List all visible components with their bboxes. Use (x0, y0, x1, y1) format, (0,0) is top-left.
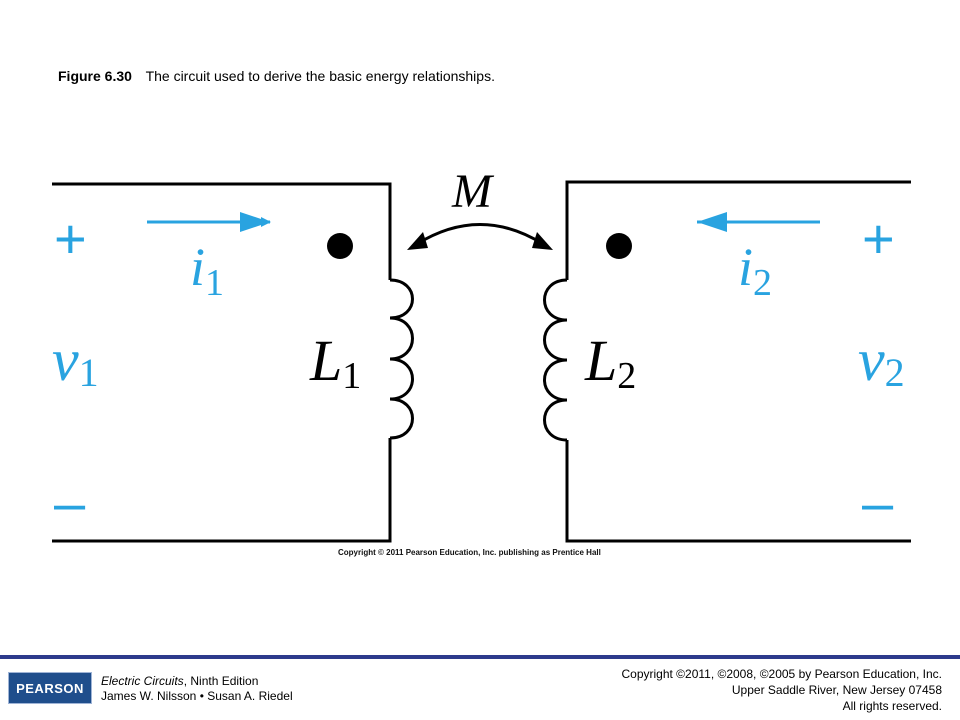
polarity-dot-l2 (606, 233, 632, 259)
mutual-arrow-head-left (407, 232, 428, 250)
voltage-v1-label: v1 (52, 327, 99, 395)
left-plus-sign: + (54, 207, 87, 270)
right-loop-wire (565, 180, 911, 543)
current-i1-arrow-head (240, 212, 270, 232)
figure-number: Figure 6.30 (58, 68, 132, 84)
circuit-diagram: M + – i1 v1 L1 + – i2 v2 L2 (52, 165, 911, 543)
inductor-l1-coil (389, 278, 414, 440)
current-i1-label: i1 (190, 237, 224, 304)
figure-caption-text: The circuit used to derive the basic ene… (145, 68, 495, 84)
inductor-l2-coil (543, 278, 568, 442)
book-info: Electric Circuits, Ninth Edition James W… (101, 674, 293, 704)
pearson-logo-text: PEARSON (16, 680, 84, 696)
publisher-copyright: Copyright ©2011, ©2008, ©2005 by Pearson… (621, 667, 942, 681)
footer-divider (0, 655, 960, 659)
polarity-dot-l1 (327, 233, 353, 259)
book-title: Electric Circuits (101, 674, 184, 688)
figure-caption: Figure 6.30 The circuit used to derive t… (58, 68, 495, 84)
pearson-logo: PEARSON (8, 672, 92, 704)
mutual-inductance-label: M (451, 165, 495, 218)
inductor-l1-label: L1 (309, 328, 361, 397)
inductor-l2-label: L2 (584, 328, 636, 397)
book-edition: , Ninth Edition (183, 674, 259, 688)
mutual-coupling-arrow (416, 223, 544, 246)
publisher-info: Copyright ©2011, ©2008, ©2005 by Pearson… (621, 666, 942, 714)
publisher-address: Upper Saddle River, New Jersey 07458 (731, 683, 942, 697)
right-plus-sign: + (862, 207, 895, 270)
voltage-v2-label: v2 (858, 327, 905, 395)
mutual-arrow-head-right (532, 232, 553, 250)
book-authors: James W. Nilsson • Susan A. Riedel (101, 689, 293, 703)
left-loop-wire (52, 182, 392, 543)
book-title-line: Electric Circuits, Ninth Edition (101, 674, 293, 689)
left-minus-sign: – (54, 471, 86, 534)
current-i2-label: i2 (738, 237, 772, 304)
figure-copyright: Copyright © 2011 Pearson Education, Inc.… (338, 548, 601, 557)
current-i2-arrow-head (697, 212, 727, 232)
right-minus-sign: – (862, 471, 894, 534)
publisher-rights: All rights reserved. (842, 699, 942, 713)
